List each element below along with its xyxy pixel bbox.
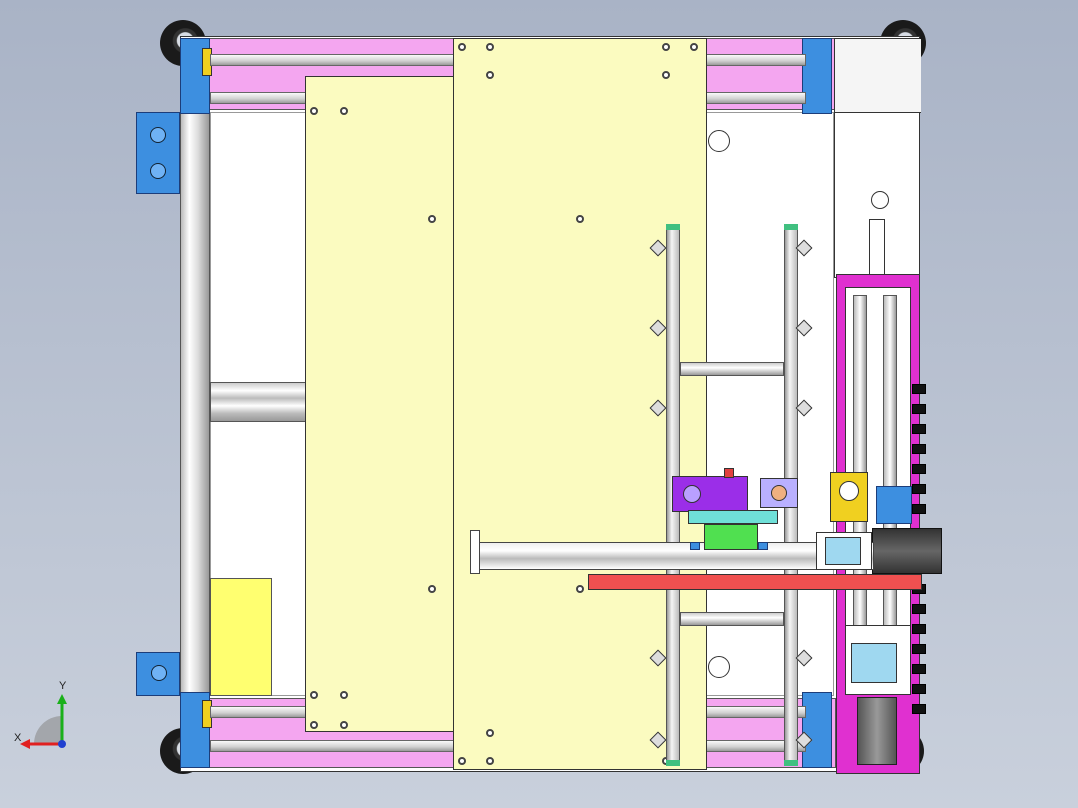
screw xyxy=(486,757,494,765)
screw xyxy=(662,43,670,51)
x-gantry-endcap xyxy=(470,530,480,574)
screw xyxy=(662,71,670,79)
mount-hole xyxy=(708,130,730,152)
screw xyxy=(458,757,466,765)
chain-link xyxy=(912,424,926,434)
screw xyxy=(576,215,584,223)
screw xyxy=(486,729,494,737)
sensor-block xyxy=(876,486,912,524)
x-axis-arrowhead xyxy=(20,739,30,749)
mount-hole xyxy=(708,656,730,678)
carriage-hole xyxy=(771,485,787,501)
yellow-bracket xyxy=(830,472,868,522)
chain-link xyxy=(912,624,926,634)
screw xyxy=(340,721,348,729)
screw xyxy=(310,107,318,115)
mount-hole xyxy=(150,127,166,143)
screw xyxy=(576,585,584,593)
coupling xyxy=(825,537,861,565)
yellow-box xyxy=(210,578,272,696)
rail-crossbar xyxy=(680,362,784,376)
carriage-blue-pad xyxy=(758,542,768,550)
chain-link xyxy=(912,664,926,674)
x-gantry-beam xyxy=(470,542,874,570)
screw xyxy=(428,585,436,593)
corner-block-tr xyxy=(802,38,832,114)
rail-crossbar xyxy=(680,612,784,626)
screw xyxy=(486,71,494,79)
chain-link xyxy=(912,504,926,514)
left-cover-plate xyxy=(305,76,455,732)
y-axis-label: Y xyxy=(59,680,67,692)
rail-cap xyxy=(784,760,798,766)
screw xyxy=(340,107,348,115)
carriage-purple-plate xyxy=(672,476,748,512)
chain-link xyxy=(912,384,926,394)
screw xyxy=(458,43,466,51)
screw xyxy=(690,43,698,51)
y-axis-arrowhead xyxy=(57,694,67,704)
rail-cap xyxy=(666,760,680,766)
carriage-red-knob xyxy=(724,468,734,478)
chain-link xyxy=(912,444,926,454)
screw xyxy=(310,691,318,699)
corner-block-br xyxy=(802,692,832,768)
screw xyxy=(310,721,318,729)
mount-hole xyxy=(871,191,889,209)
carriage-hole xyxy=(683,485,701,503)
view-orientation-triad[interactable]: Y X xyxy=(14,680,74,752)
screw xyxy=(428,215,436,223)
red-crossbar xyxy=(588,574,922,590)
chain-link xyxy=(912,464,926,474)
screw xyxy=(486,43,494,51)
chain-link xyxy=(912,684,926,694)
chain-link xyxy=(912,484,926,494)
z-axis-rod xyxy=(883,295,897,655)
slot xyxy=(869,219,885,279)
right-column xyxy=(834,38,921,279)
chain-link xyxy=(912,404,926,414)
carriage-green-block xyxy=(704,524,758,550)
z-axis-frame xyxy=(836,274,920,774)
triad-plane-shadow xyxy=(34,716,62,744)
mount-hole xyxy=(150,163,166,179)
chain-link xyxy=(912,704,926,714)
z-axis-motor xyxy=(857,697,897,765)
screw xyxy=(340,691,348,699)
left-mount-block-bottom xyxy=(136,652,180,696)
bracket-hole xyxy=(839,481,859,501)
rail-cap xyxy=(784,224,798,230)
left-cross-profile xyxy=(210,382,306,422)
x-gantry-coupling xyxy=(816,532,872,570)
chain-link xyxy=(912,604,926,614)
top-block xyxy=(835,39,921,113)
carriage-teal-block xyxy=(688,510,778,524)
x-axis-motor xyxy=(872,528,942,574)
carriage-lilac-plate xyxy=(760,478,798,508)
x-axis-label: X xyxy=(14,732,22,744)
z-axis-coupling xyxy=(851,643,897,683)
mount-hole xyxy=(151,665,167,681)
triad-svg xyxy=(20,694,67,749)
left-mount-block-top xyxy=(136,112,180,194)
chain-link xyxy=(912,644,926,654)
left-profile xyxy=(180,96,210,708)
carriage-blue-pad xyxy=(690,542,700,550)
z-axis-dot xyxy=(58,740,66,748)
rail-cap xyxy=(666,224,680,230)
